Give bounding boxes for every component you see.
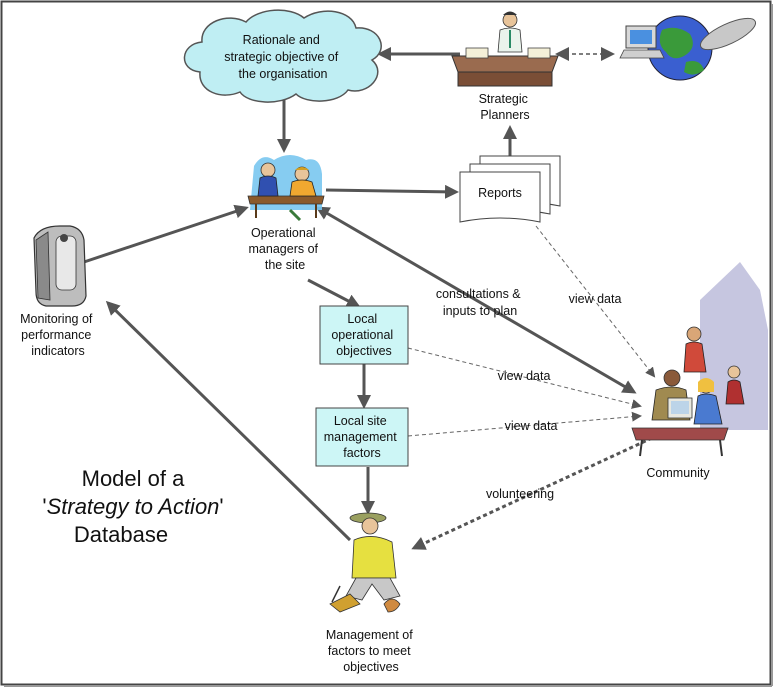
meeting-icon xyxy=(247,155,325,222)
rationale-line-1: Rationale and xyxy=(243,33,320,47)
community-computer-icon xyxy=(631,262,768,457)
edge-managers-to-objectives xyxy=(307,278,361,308)
title-line-3: Database xyxy=(74,522,168,547)
factors-line-3: factors xyxy=(343,446,381,460)
edge-management-to-monitoring xyxy=(105,300,352,542)
managers-line-2: managers of xyxy=(249,242,319,256)
consultations-line-2: inputs to plan xyxy=(443,304,517,318)
community-label: Community xyxy=(646,466,710,480)
svg-text:Management of factors to m: Management of factors to meet objectives xyxy=(326,628,416,674)
view-data-reports-label: view data xyxy=(569,292,622,306)
svg-text:Local operational: Local operational objectives xyxy=(331,312,396,358)
rationale-cloud: Rationale and strategic objective of the… xyxy=(183,9,382,103)
title-line-1: Model of a xyxy=(82,466,185,491)
edge-view-data-reports xyxy=(535,225,656,378)
monitoring-line-1: Monitoring of xyxy=(20,312,93,326)
local-factors-box: Local site management factors xyxy=(315,407,409,467)
local-objectives-box: Local operational objectives xyxy=(319,305,409,365)
reports-stack-icon xyxy=(459,155,561,223)
svg-text:Rationale and strategic: Rationale and strategic objective of the… xyxy=(224,33,341,81)
edge-view-data-objectives xyxy=(407,347,642,409)
volunteering-label: volunteering xyxy=(486,487,554,501)
managers-line-1: Operational xyxy=(251,226,316,240)
edge-monitoring-to-managers xyxy=(83,204,249,264)
edge-view-data-factors xyxy=(407,411,642,437)
management-line-3: objectives xyxy=(343,660,399,674)
factors-line-1: Local site xyxy=(334,414,387,428)
managers-line-3: the site xyxy=(265,258,305,272)
svg-text:Operational managers of: Operational managers of the site xyxy=(249,226,322,272)
edge-consultations xyxy=(315,206,637,394)
objectives-line-2: operational xyxy=(331,328,393,342)
management-line-2: factors to meet xyxy=(328,644,411,658)
view-data-factors-label: view data xyxy=(505,419,558,433)
planner-desk-icon xyxy=(451,11,559,87)
monitoring-line-2: performance xyxy=(21,328,91,342)
mobile-device-icon xyxy=(33,225,87,307)
svg-text:Model of a: Model of a xyxy=(82,466,185,491)
rationale-line-3: the organisation xyxy=(239,67,328,81)
management-line-1: Management of xyxy=(326,628,413,642)
gardener-icon xyxy=(329,512,401,613)
svg-text:Database: Database xyxy=(74,522,168,547)
edge-managers-to-reports xyxy=(325,184,459,199)
factors-line-2: management xyxy=(324,430,397,444)
title-line-2-suffix: ' xyxy=(219,494,223,519)
rationale-line-2: strategic objective of xyxy=(224,50,338,64)
svg-text:Local site management: Local site management factors xyxy=(324,414,400,460)
objectives-line-3: objectives xyxy=(336,344,392,358)
title-line-2-italic: Strategy to Action xyxy=(47,494,220,519)
svg-text:consultations & inputs to: consultations & inputs to plan xyxy=(436,287,524,318)
edge-volunteering xyxy=(411,436,653,550)
view-data-objectives-label: view data xyxy=(498,369,551,383)
planners-line-1: Strategic xyxy=(479,92,528,106)
globe-computer-icon xyxy=(619,15,757,81)
svg-text:Strategic Planners: Strategic Planners xyxy=(479,92,532,122)
consultations-line-1: consultations & xyxy=(436,287,521,301)
planners-line-2: Planners xyxy=(480,108,529,122)
svg-text:Monitoring of performance: Monitoring of performance indicators xyxy=(20,312,96,358)
title-line-2-prefix: ' xyxy=(42,494,46,519)
reports-label: Reports xyxy=(478,186,522,200)
svg-text:'Strategy to Action': 'Strategy to Action' xyxy=(42,494,223,519)
monitoring-line-3: indicators xyxy=(31,344,85,358)
objectives-line-1: Local xyxy=(347,312,377,326)
